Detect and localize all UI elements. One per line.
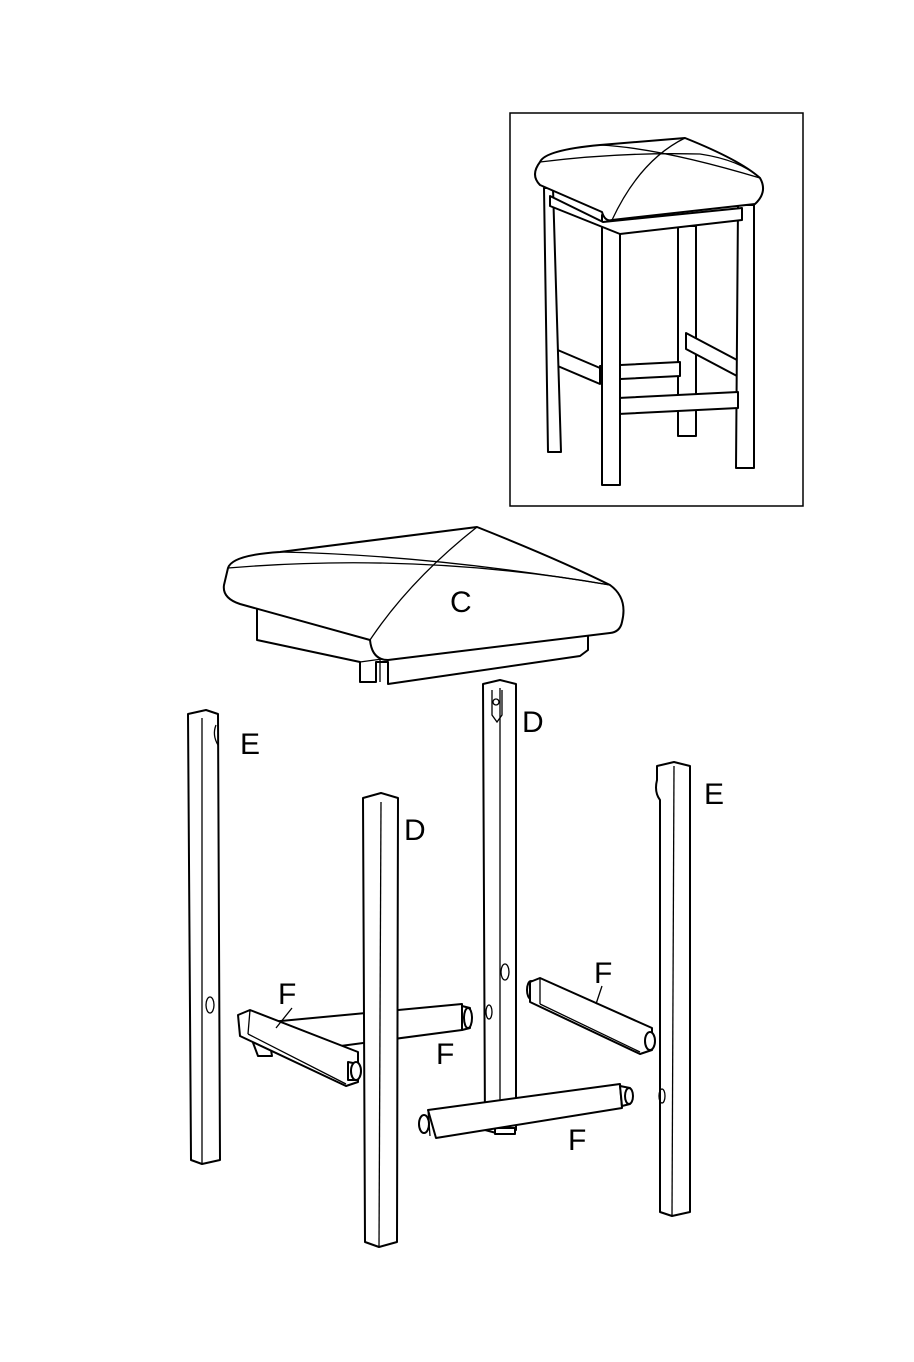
rail-part-f-front bbox=[419, 1084, 633, 1138]
label-e-right: E bbox=[704, 778, 724, 811]
label-e-left: E bbox=[240, 728, 260, 761]
leg-part-e-left bbox=[188, 710, 220, 1164]
assembled-stool-inset bbox=[510, 113, 803, 506]
label-f-right: F bbox=[594, 957, 612, 990]
leg-part-d-center bbox=[483, 680, 516, 1134]
label-f-left: F bbox=[278, 978, 296, 1011]
label-f-back: F bbox=[436, 1038, 454, 1071]
label-d-left: D bbox=[404, 814, 426, 847]
label-c: C bbox=[450, 586, 472, 619]
label-f-front: F bbox=[568, 1124, 586, 1157]
leg-part-d-left bbox=[363, 793, 398, 1247]
label-d-center: D bbox=[522, 706, 544, 739]
seat-part-c bbox=[224, 527, 624, 684]
rail-part-f-right bbox=[527, 978, 655, 1054]
leg-part-e-right bbox=[656, 762, 690, 1216]
